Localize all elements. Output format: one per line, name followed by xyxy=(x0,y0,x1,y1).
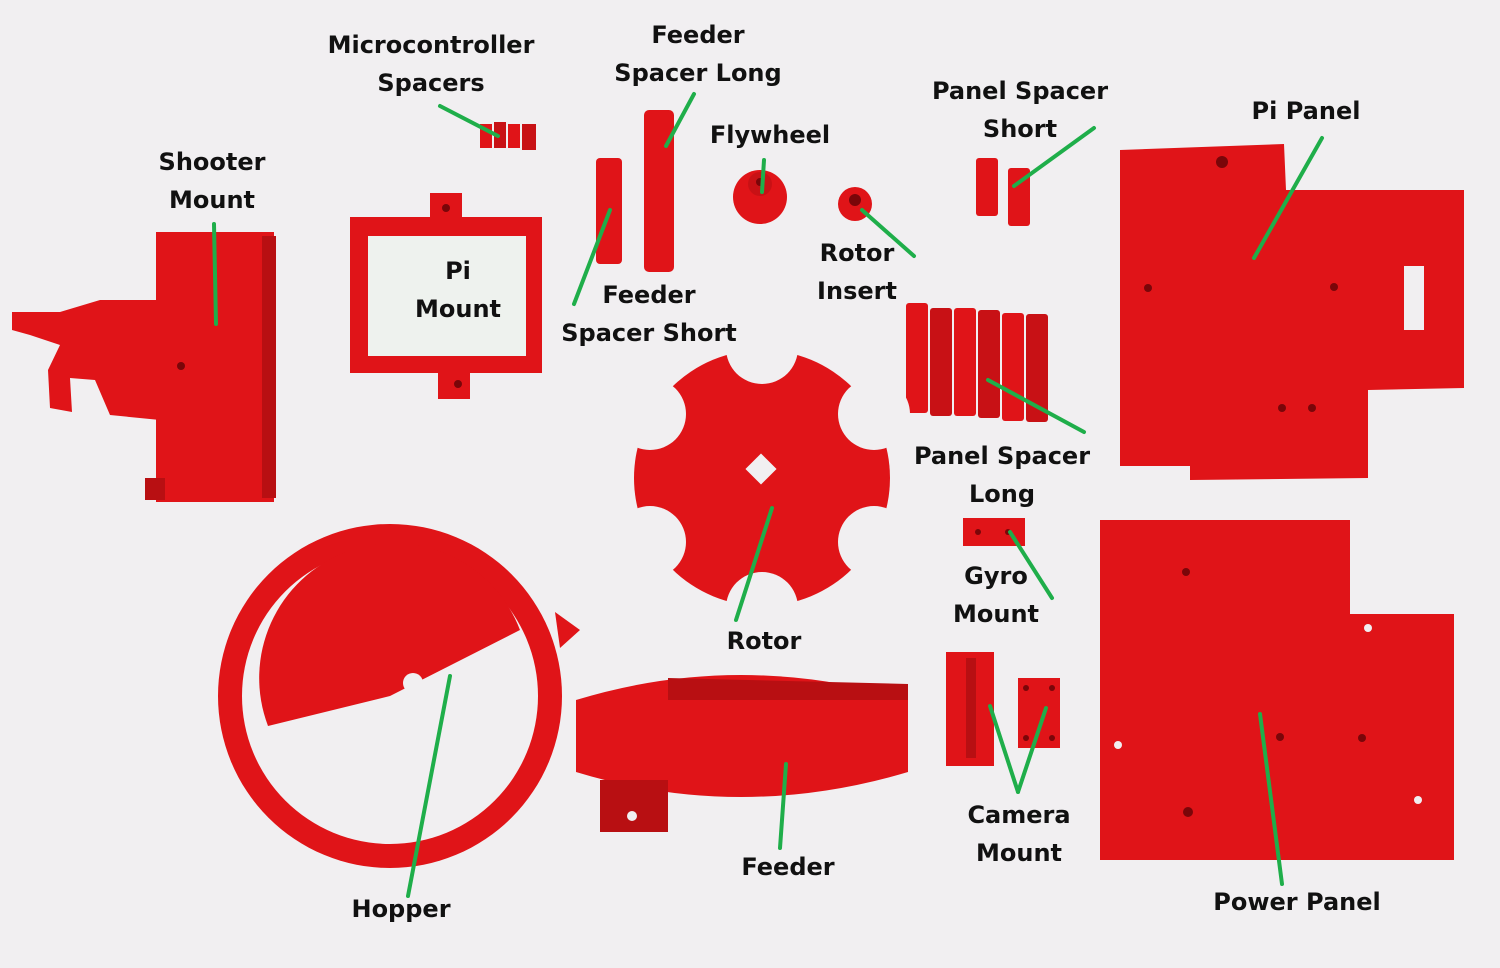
shooter-mount-part xyxy=(12,232,276,502)
label-feeder-spacer-short: Feeder Spacer Short xyxy=(561,281,737,347)
label-rotor-insert: Rotor Insert xyxy=(817,239,897,305)
flywheel-part xyxy=(733,170,787,224)
pi-mount-part xyxy=(350,193,542,399)
panel-spacers-short-part xyxy=(976,158,1030,226)
label-rotor: Rotor xyxy=(726,627,802,655)
label-panel-spacer-long: Panel Spacer Long xyxy=(913,442,1091,508)
label-hopper: Hopper xyxy=(351,895,451,923)
microcontroller-spacers-part xyxy=(480,122,536,150)
label-pi-mount: Pi Mount xyxy=(414,257,502,323)
label-gyro-mount: Gyro Mount xyxy=(952,562,1040,628)
feeder-spacers-part xyxy=(596,110,674,272)
label-pi-panel: Pi Panel xyxy=(1251,97,1361,125)
label-microcontroller-spacers: Microcontroller Spacers xyxy=(327,31,535,97)
label-power-panel: Power Panel xyxy=(1213,888,1381,916)
camera-mount-part xyxy=(946,652,1060,766)
label-camera-mount: Camera Mount xyxy=(967,801,1071,867)
label-feeder-spacer-long: Feeder Spacer Long xyxy=(614,21,782,87)
feeder-part xyxy=(576,675,908,832)
label-feeder: Feeder xyxy=(741,853,835,881)
label-shooter-mount: Shooter Mount xyxy=(158,148,266,214)
pi-panel-part xyxy=(1120,144,1464,480)
power-panel-part xyxy=(1100,520,1454,860)
panel-spacers-long-part xyxy=(906,303,1048,422)
rotor-part xyxy=(614,312,910,644)
label-panel-spacer-short: Panel Spacer Short xyxy=(931,77,1109,143)
leader-lines xyxy=(212,92,1324,898)
hopper-part xyxy=(218,524,580,868)
label-flywheel: Flywheel xyxy=(709,121,831,149)
